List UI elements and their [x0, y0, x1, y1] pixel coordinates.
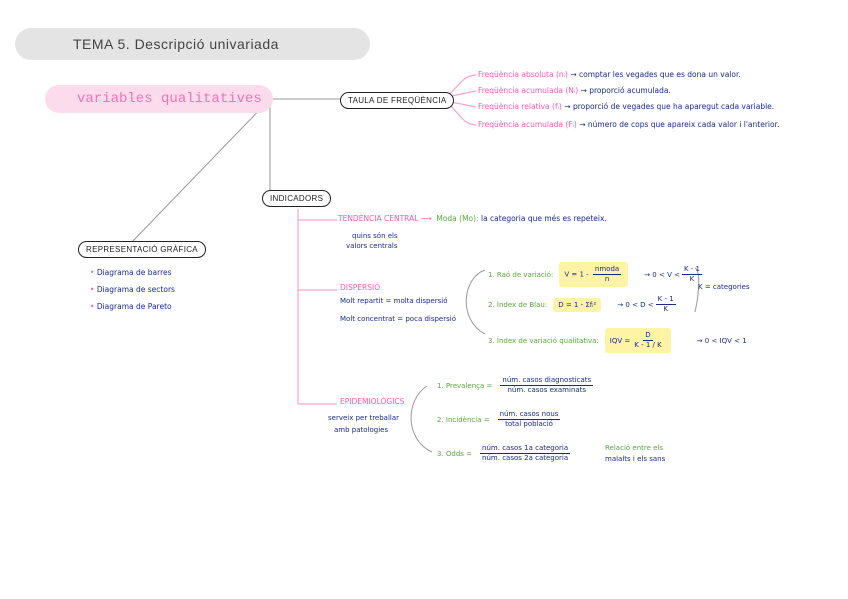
dispersio-note: Molt repartit = molta dispersió — [340, 297, 448, 305]
bullet-icon: • — [90, 302, 95, 311]
representacio-grafica-node: REPRESENTACIÓ GRÀFICA — [78, 241, 206, 258]
k-categories-note: K = categories — [698, 283, 750, 291]
bullet-icon: • — [90, 285, 95, 294]
iqv-row: 3. Índex de variació qualitativa: IQV = … — [488, 328, 747, 353]
formula-highlight: D = 1 - Σfᵢ² — [553, 297, 602, 312]
tendencia-note: valors centrals — [346, 242, 398, 250]
taula-item: Freqüència acumulada (Fᵢ) → número de co… — [478, 120, 780, 129]
tendencia-central-row: TENDÈNCIA CENTRAL ⟶ Moda (Mo): la catego… — [338, 214, 607, 223]
epidemiologic-label: EPIDEMIOLÒGICS — [340, 397, 405, 406]
arrow-icon: ⟶ — [420, 214, 432, 223]
epidemiologic-note: amb patologies — [334, 426, 389, 434]
bullet-icon: • — [90, 268, 95, 277]
odds-note: Relació entre els — [605, 444, 664, 452]
dispersio-label: DISPERSIÓ — [340, 283, 381, 292]
index-blau-row: 2. Índex de Blau: D = 1 - Σfᵢ² → 0 < D <… — [488, 295, 676, 313]
prevalenca-row: 1. Prevalença = núm. casos diagnosticats… — [437, 376, 594, 394]
page-title: TEMA 5. Descripció univariada — [73, 36, 279, 52]
list-item: • Diagrama de sectors — [90, 285, 175, 294]
odds-note: malalts i els sans — [605, 455, 666, 463]
indicadors-node: INDICADORS — [262, 190, 332, 207]
main-topic-banner: variables qualitatives — [45, 85, 273, 113]
epidemiologic-note: serveix per treballar — [328, 414, 400, 422]
list-item: • Diagrama de Pareto — [90, 302, 172, 311]
taula-item: Freqüència acumulada (Nᵢ) → proporció ac… — [478, 86, 671, 95]
list-item: • Diagrama de barres — [90, 268, 172, 277]
main-topic: variables qualitatives — [77, 91, 262, 107]
page-title-banner: TEMA 5. Descripció univariada — [15, 28, 370, 60]
tendencia-note: quins són els — [352, 232, 398, 240]
taula-item: Freqüència relativa (fᵢ) → proporció de … — [478, 102, 775, 111]
dispersio-note: Molt concentrat = poca dispersió — [340, 315, 456, 323]
taula-frequencia-node: TAULA DE FREQÜÈNCIA — [340, 92, 455, 109]
tendencia-central-label: TENDÈNCIA CENTRAL — [338, 214, 419, 223]
taula-item: Freqüència absoluta (nᵢ) → comptar les v… — [478, 70, 741, 79]
